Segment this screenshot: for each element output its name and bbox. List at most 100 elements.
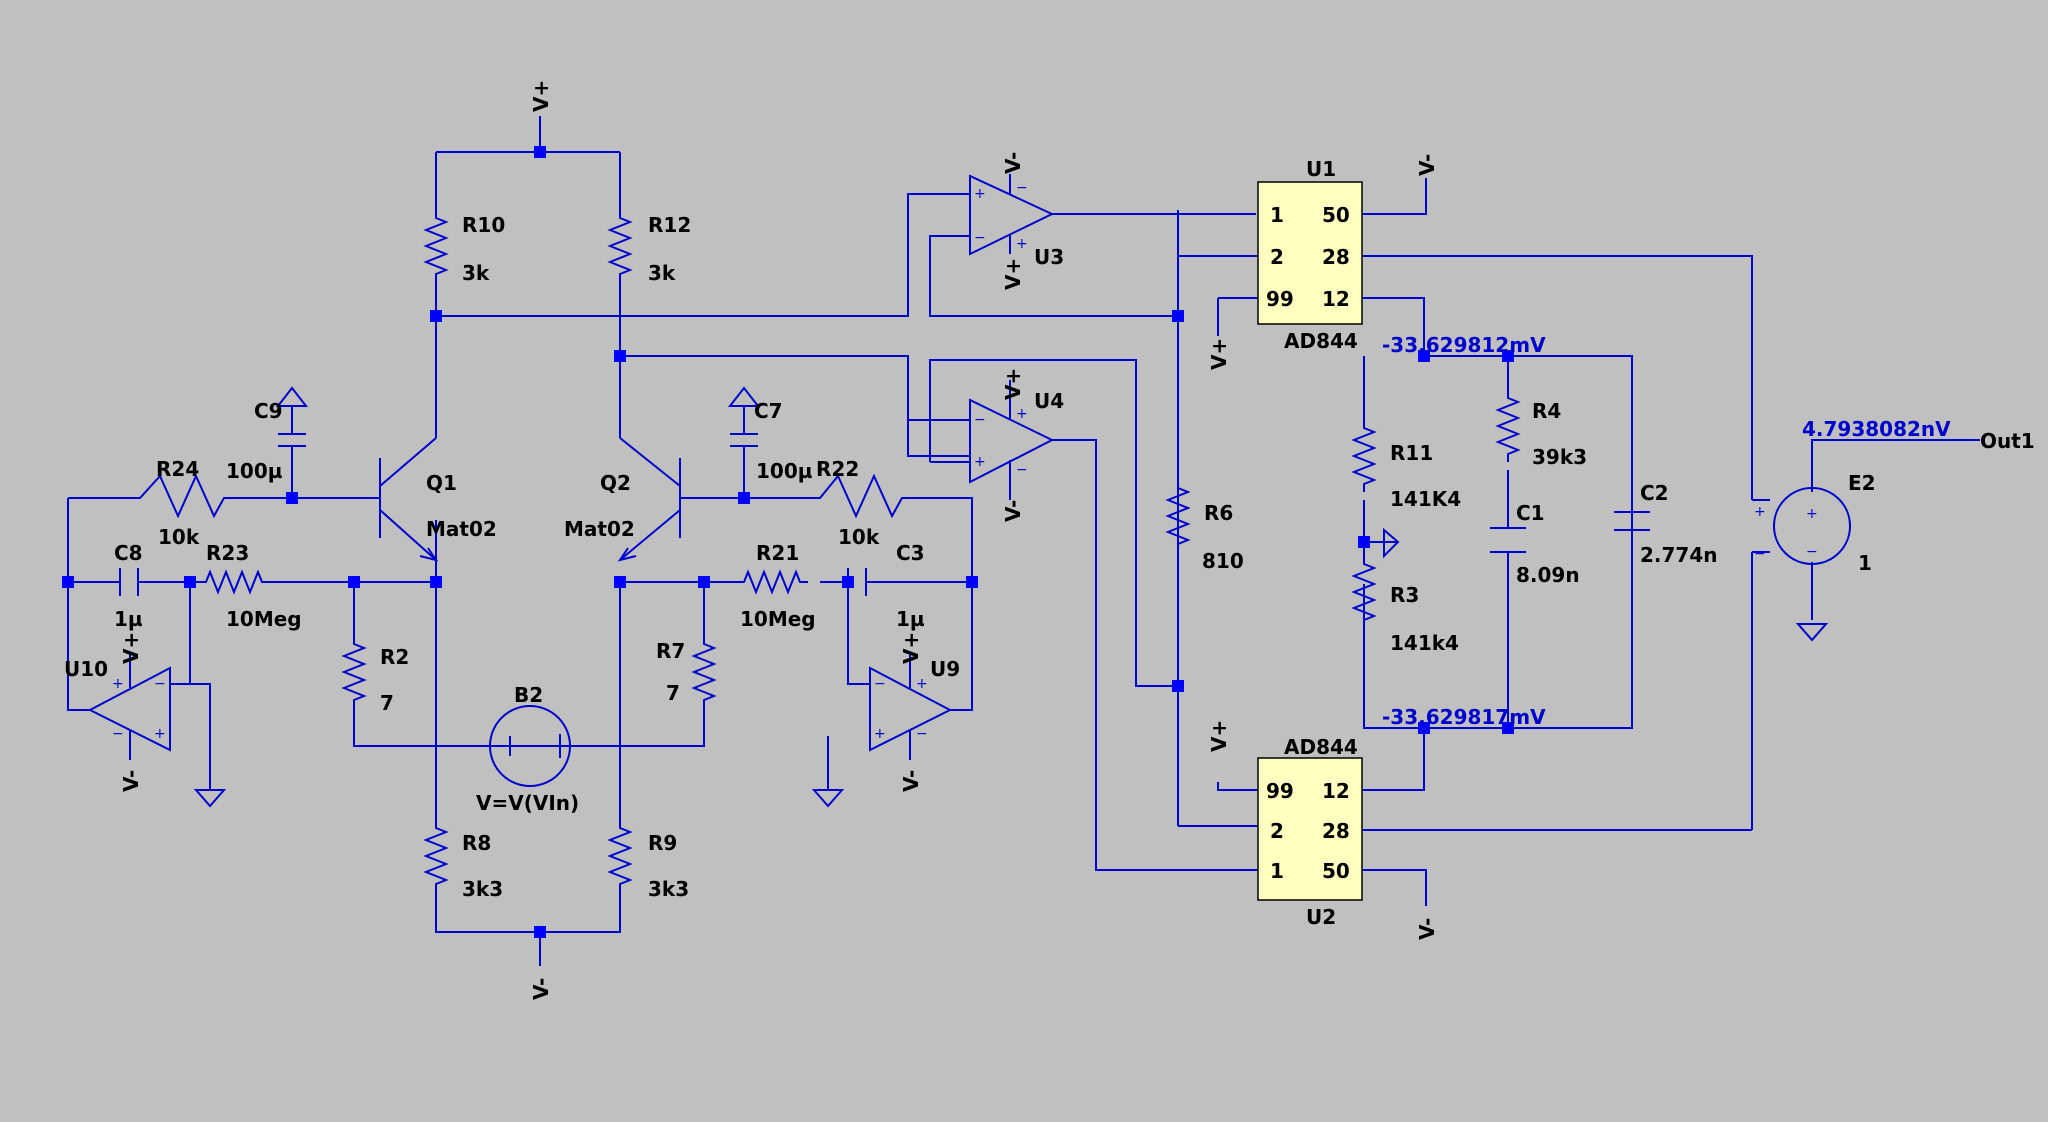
c9-name: C9	[254, 399, 283, 423]
voltage-bottom: -33.629817mV	[1382, 705, 1546, 729]
u3-pin-minus: −	[1016, 180, 1028, 196]
c3-name: C3	[896, 541, 925, 565]
capacitor-c8-symbol	[119, 568, 139, 596]
c3-value: 1µ	[896, 607, 925, 631]
r9-name: R9	[648, 831, 677, 855]
r4-name: R4	[1532, 399, 1561, 423]
out1-label: Out1	[1980, 429, 2035, 453]
u10-pin-minus: −	[112, 726, 124, 742]
u1-pin-right-3: 12	[1322, 287, 1350, 311]
resistor-r2-symbol	[343, 635, 365, 709]
r7-name: R7	[656, 639, 685, 663]
u9-plus: +	[916, 676, 928, 692]
u1-model: AD844	[1284, 329, 1358, 353]
r22-name: R22	[816, 457, 859, 481]
rail-labels: V+ V- V- V+ V+ V- V+ V- V+ V- V- V+ V+ V…	[119, 80, 1439, 1000]
r2-name: R2	[380, 645, 409, 669]
ad844-u1-body	[1257, 181, 1363, 325]
u9-minus: −	[874, 676, 886, 692]
r6-value: 810	[1202, 549, 1244, 573]
opamp-u3-symbol	[969, 174, 1055, 256]
u3-pin-plus: +	[1016, 236, 1028, 252]
q1-model: Mat02	[426, 517, 497, 541]
u2-pin-right-2: 28	[1322, 819, 1350, 843]
c7-value: 100µ	[756, 459, 813, 483]
ground-icon	[811, 789, 845, 808]
rail-vplus-top: V+	[529, 80, 553, 112]
rail-u1-vminus: V-	[1415, 154, 1439, 176]
u4-pin-plus: +	[1016, 406, 1028, 422]
resistor-r11-symbol	[1353, 419, 1375, 493]
node-voltages: -33.629812mV -33.629817mV 4.7938082nV Ou…	[1382, 333, 2035, 729]
u3-plus: +	[974, 186, 986, 202]
u4-name: U4	[1034, 389, 1064, 413]
r12-value: 3k	[648, 261, 676, 285]
e2-in-minus: −	[1754, 546, 1766, 562]
rail-u2-vminus: V-	[1415, 918, 1439, 940]
r21-value: 10Meg	[740, 607, 816, 631]
r12-name: R12	[648, 213, 691, 237]
r22-value: 10k	[838, 525, 880, 549]
capacitor-c1-symbol	[1490, 527, 1526, 553]
rail-u4-vminus: V-	[1001, 500, 1025, 522]
rail-u3-vplus: V+	[1001, 258, 1025, 290]
u1-pin-right-1: 50	[1322, 203, 1350, 227]
voltage-top: -33.629812mV	[1382, 333, 1546, 357]
u2-ref: U2	[1306, 905, 1336, 929]
e2-plus: +	[1806, 506, 1818, 522]
component-labels: R10 3k R12 3k R24 10k R23 10Meg R2 7 R8 …	[64, 213, 1876, 901]
rail-u1-vplus: V+	[1207, 338, 1231, 370]
c2-name: C2	[1640, 481, 1669, 505]
resistor-r21-symbol	[735, 571, 809, 593]
transistor-q1-symbol	[379, 437, 439, 562]
ground-icon	[1364, 527, 1400, 559]
b2-expr: V=V(VIn)	[476, 791, 579, 815]
resistor-r12-symbol	[609, 209, 631, 283]
rail-u10-vplus: V+	[119, 632, 143, 664]
capacitor-c2-symbol	[1614, 511, 1650, 531]
u10-minus: −	[154, 676, 166, 692]
ground-icon	[1795, 623, 1829, 642]
c2-value: 2.774n	[1640, 543, 1718, 567]
r7-value: 7	[666, 681, 680, 705]
r23-value: 10Meg	[226, 607, 302, 631]
r8-value: 3k3	[462, 877, 503, 901]
u2-pin-right-3: 50	[1322, 859, 1350, 883]
source-b2-symbol	[489, 705, 571, 787]
u10-name: U10	[64, 657, 108, 681]
r3-value: 141k4	[1390, 631, 1459, 655]
r9-value: 3k3	[648, 877, 689, 901]
opamp-u10-symbol	[87, 654, 171, 760]
u3-minus: −	[974, 230, 986, 246]
rail-u2-vplus: V+	[1207, 720, 1231, 752]
ad844-u2: AD844 U2 99 2 1 12 28 50	[1266, 735, 1358, 929]
r21-name: R21	[756, 541, 799, 565]
u2-pin-left-3: 1	[1270, 859, 1284, 883]
rail-vminus-bottom: V-	[529, 978, 553, 1000]
transistor-q2-symbol	[617, 437, 681, 562]
r6-name: R6	[1204, 501, 1233, 525]
c1-value: 8.09n	[1516, 563, 1580, 587]
b2-name: B2	[514, 683, 543, 707]
r10-value: 3k	[462, 261, 490, 285]
e2-minus: −	[1806, 544, 1818, 560]
rail-u9-vplus: V+	[899, 632, 923, 664]
u3-name: U3	[1034, 245, 1064, 269]
u2-pin-right-1: 12	[1322, 779, 1350, 803]
capacitor-c9-symbol	[275, 386, 309, 447]
r23-name: R23	[206, 541, 249, 565]
ad844-u2-body	[1257, 757, 1363, 901]
u1-ref: U1	[1306, 157, 1336, 181]
r8-name: R8	[462, 831, 491, 855]
q2-model: Mat02	[564, 517, 635, 541]
q2-name: Q2	[600, 471, 631, 495]
e2-in-plus: +	[1754, 504, 1766, 520]
c8-value: 1µ	[114, 607, 143, 631]
opamp-u9-symbol	[869, 654, 953, 760]
c1-name: C1	[1516, 501, 1545, 525]
r24-value: 10k	[158, 525, 200, 549]
c8-name: C8	[114, 541, 143, 565]
r24-name: R24	[156, 457, 199, 481]
r4-value: 39k3	[1532, 445, 1587, 469]
